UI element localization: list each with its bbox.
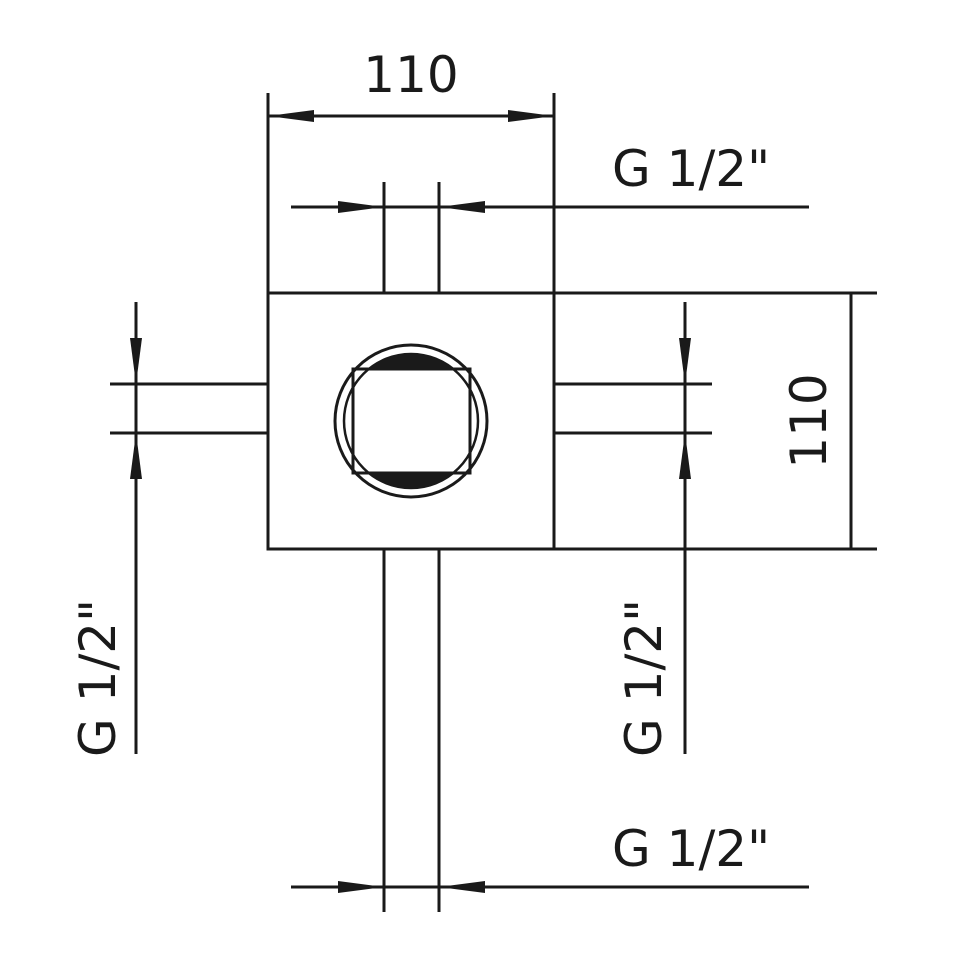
center-fitting (333, 343, 489, 499)
ring-shading-bottom (372, 473, 450, 489)
top-width-dimension: 110 (266, 46, 556, 293)
body-outline (266, 291, 556, 551)
top-connection-label: G 1/2" (612, 140, 770, 198)
bottom-pipe (382, 549, 441, 912)
bottom-connection-dimension: G 1/2" (291, 820, 809, 893)
top-width-label: 110 (363, 46, 458, 104)
center-square (351, 367, 472, 475)
right-height-dimension: 110 (554, 291, 877, 551)
left-connection-dimension: G 1/2" (69, 302, 268, 757)
bottom-connection-label: G 1/2" (612, 820, 770, 878)
right-connection-label: G 1/2" (615, 599, 673, 757)
top-connection-dimension: G 1/2" (291, 140, 809, 293)
ring-shading-top (372, 353, 450, 369)
right-connection-dimension: G 1/2" (554, 302, 712, 757)
right-height-label: 110 (780, 373, 838, 468)
left-connection-label: G 1/2" (69, 599, 127, 757)
